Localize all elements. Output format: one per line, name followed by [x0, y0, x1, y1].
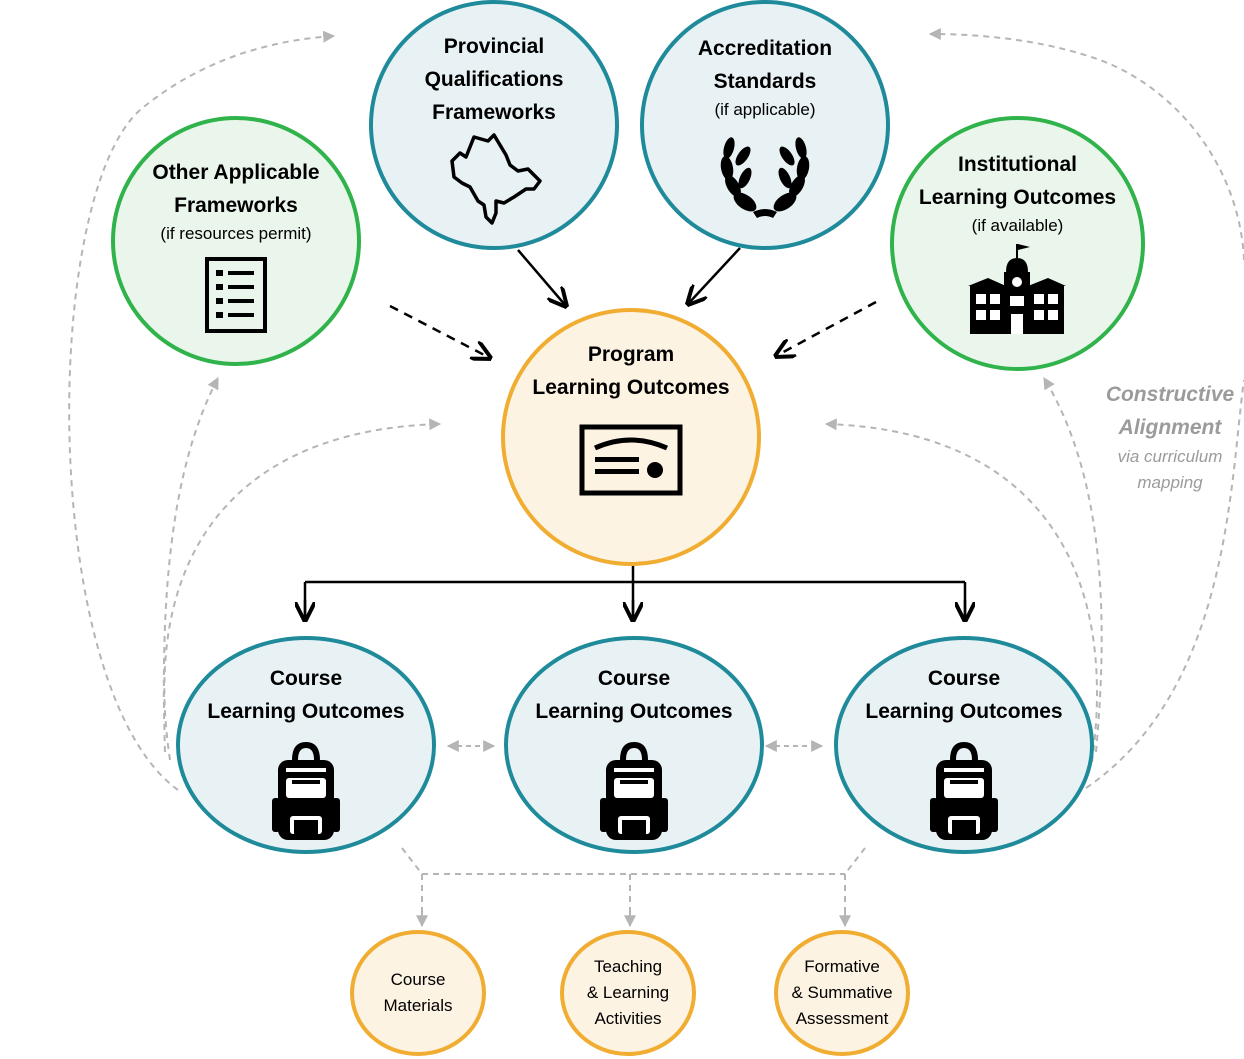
backpack-icon — [272, 742, 340, 840]
program-title-line-1: Program — [587, 343, 675, 366]
accreditation-title-line-2: Standards — [713, 70, 817, 93]
other-subtitle: (if resources permit) — [160, 224, 312, 243]
assessment-node: Formative & Summative Assessment — [774, 930, 910, 1056]
provincial-frameworks-node: Provincial Qualifications Frameworks — [369, 0, 619, 250]
laurel-wreath-icon — [720, 137, 810, 218]
note-line-2: Alignment — [1118, 416, 1222, 439]
institutional-subtitle: (if available) — [971, 216, 1064, 235]
materials-line-1: Course — [390, 970, 446, 989]
course-2-title-line-1: Course — [597, 667, 671, 690]
arrow-program-to-courses — [303, 562, 967, 618]
course-3-title-line-1: Course — [927, 667, 1001, 690]
certificate-icon — [579, 424, 683, 496]
alignment-curve-right-outer — [930, 34, 1244, 789]
note-line-4: mapping — [1137, 473, 1203, 492]
course-3-title-line-2: Learning Outcomes — [865, 700, 1063, 723]
course-1-title-line-2: Learning Outcomes — [207, 700, 405, 723]
course-materials-node: Course Materials — [350, 930, 486, 1056]
accreditation-title-line-1: Accreditation — [697, 37, 833, 60]
course-2-title-line-2: Learning Outcomes — [535, 700, 733, 723]
course-outcomes-node-2: Course Learning Outcomes — [504, 636, 764, 854]
program-outcomes-node: Program Learning Outcomes — [501, 308, 761, 566]
program-title-line-2: Learning Outcomes — [532, 376, 730, 399]
course-outcomes-node-1: Course Learning Outcomes — [176, 636, 436, 854]
provincial-title-line-3: Frameworks — [432, 101, 556, 124]
other-title-line-1: Other Applicable — [152, 161, 320, 184]
institutional-outcomes-node: Institutional Learning Outcomes (if avai… — [890, 116, 1145, 371]
backpack-icon — [930, 742, 998, 840]
other-frameworks-node: Other Applicable Frameworks (if resource… — [111, 116, 361, 366]
materials-line-2: Materials — [383, 996, 453, 1015]
accreditation-subtitle: (if applicable) — [714, 100, 816, 119]
teaching-line-3: Activities — [594, 1009, 662, 1028]
alignment-curve-left-outer — [68, 30, 336, 791]
teaching-line-2: & Learning — [586, 983, 670, 1002]
institutional-title-line-1: Institutional — [958, 153, 1077, 176]
course-1-title-line-1: Course — [269, 667, 343, 690]
school-building-icon — [967, 244, 1066, 334]
note-line-1: Constructive — [1105, 383, 1235, 406]
alignment-curve-left-program — [163, 418, 442, 761]
course-outcomes-node-3: Course Learning Outcomes — [834, 636, 1094, 854]
backpack-icon — [600, 742, 668, 840]
alignment-curve-right-institutional — [1043, 376, 1103, 753]
arrow-provincial-to-program — [517, 249, 566, 306]
alignment-curve-right-program — [824, 418, 1098, 763]
assessment-line-1: Formative — [804, 957, 880, 976]
constructive-alignment-note: Constructive Alignment via curriculum ma… — [1090, 378, 1244, 496]
institutional-title-line-2: Learning Outcomes — [918, 186, 1117, 209]
note-line-3: via curriculum — [1117, 447, 1223, 466]
assessment-line-2: & Summative — [791, 983, 893, 1002]
ontario-map-icon — [450, 133, 542, 225]
other-title-line-2: Frameworks — [174, 194, 298, 217]
teaching-activities-node: Teaching & Learning Activities — [560, 930, 696, 1056]
provincial-title-line-1: Provincial — [443, 35, 545, 58]
dashed-arrow-institutional-to-program — [776, 300, 877, 356]
distribution-lines — [401, 847, 866, 922]
provincial-title-line-2: Qualifications — [424, 68, 564, 91]
checklist-icon — [205, 257, 267, 333]
accreditation-standards-node: Accreditation Standards (if applicable) — [640, 0, 890, 250]
teaching-line-1: Teaching — [593, 957, 663, 976]
assessment-line-3: Assessment — [795, 1009, 889, 1028]
arrow-accreditation-to-program — [688, 247, 741, 304]
dashed-arrow-other-to-program — [389, 304, 490, 358]
